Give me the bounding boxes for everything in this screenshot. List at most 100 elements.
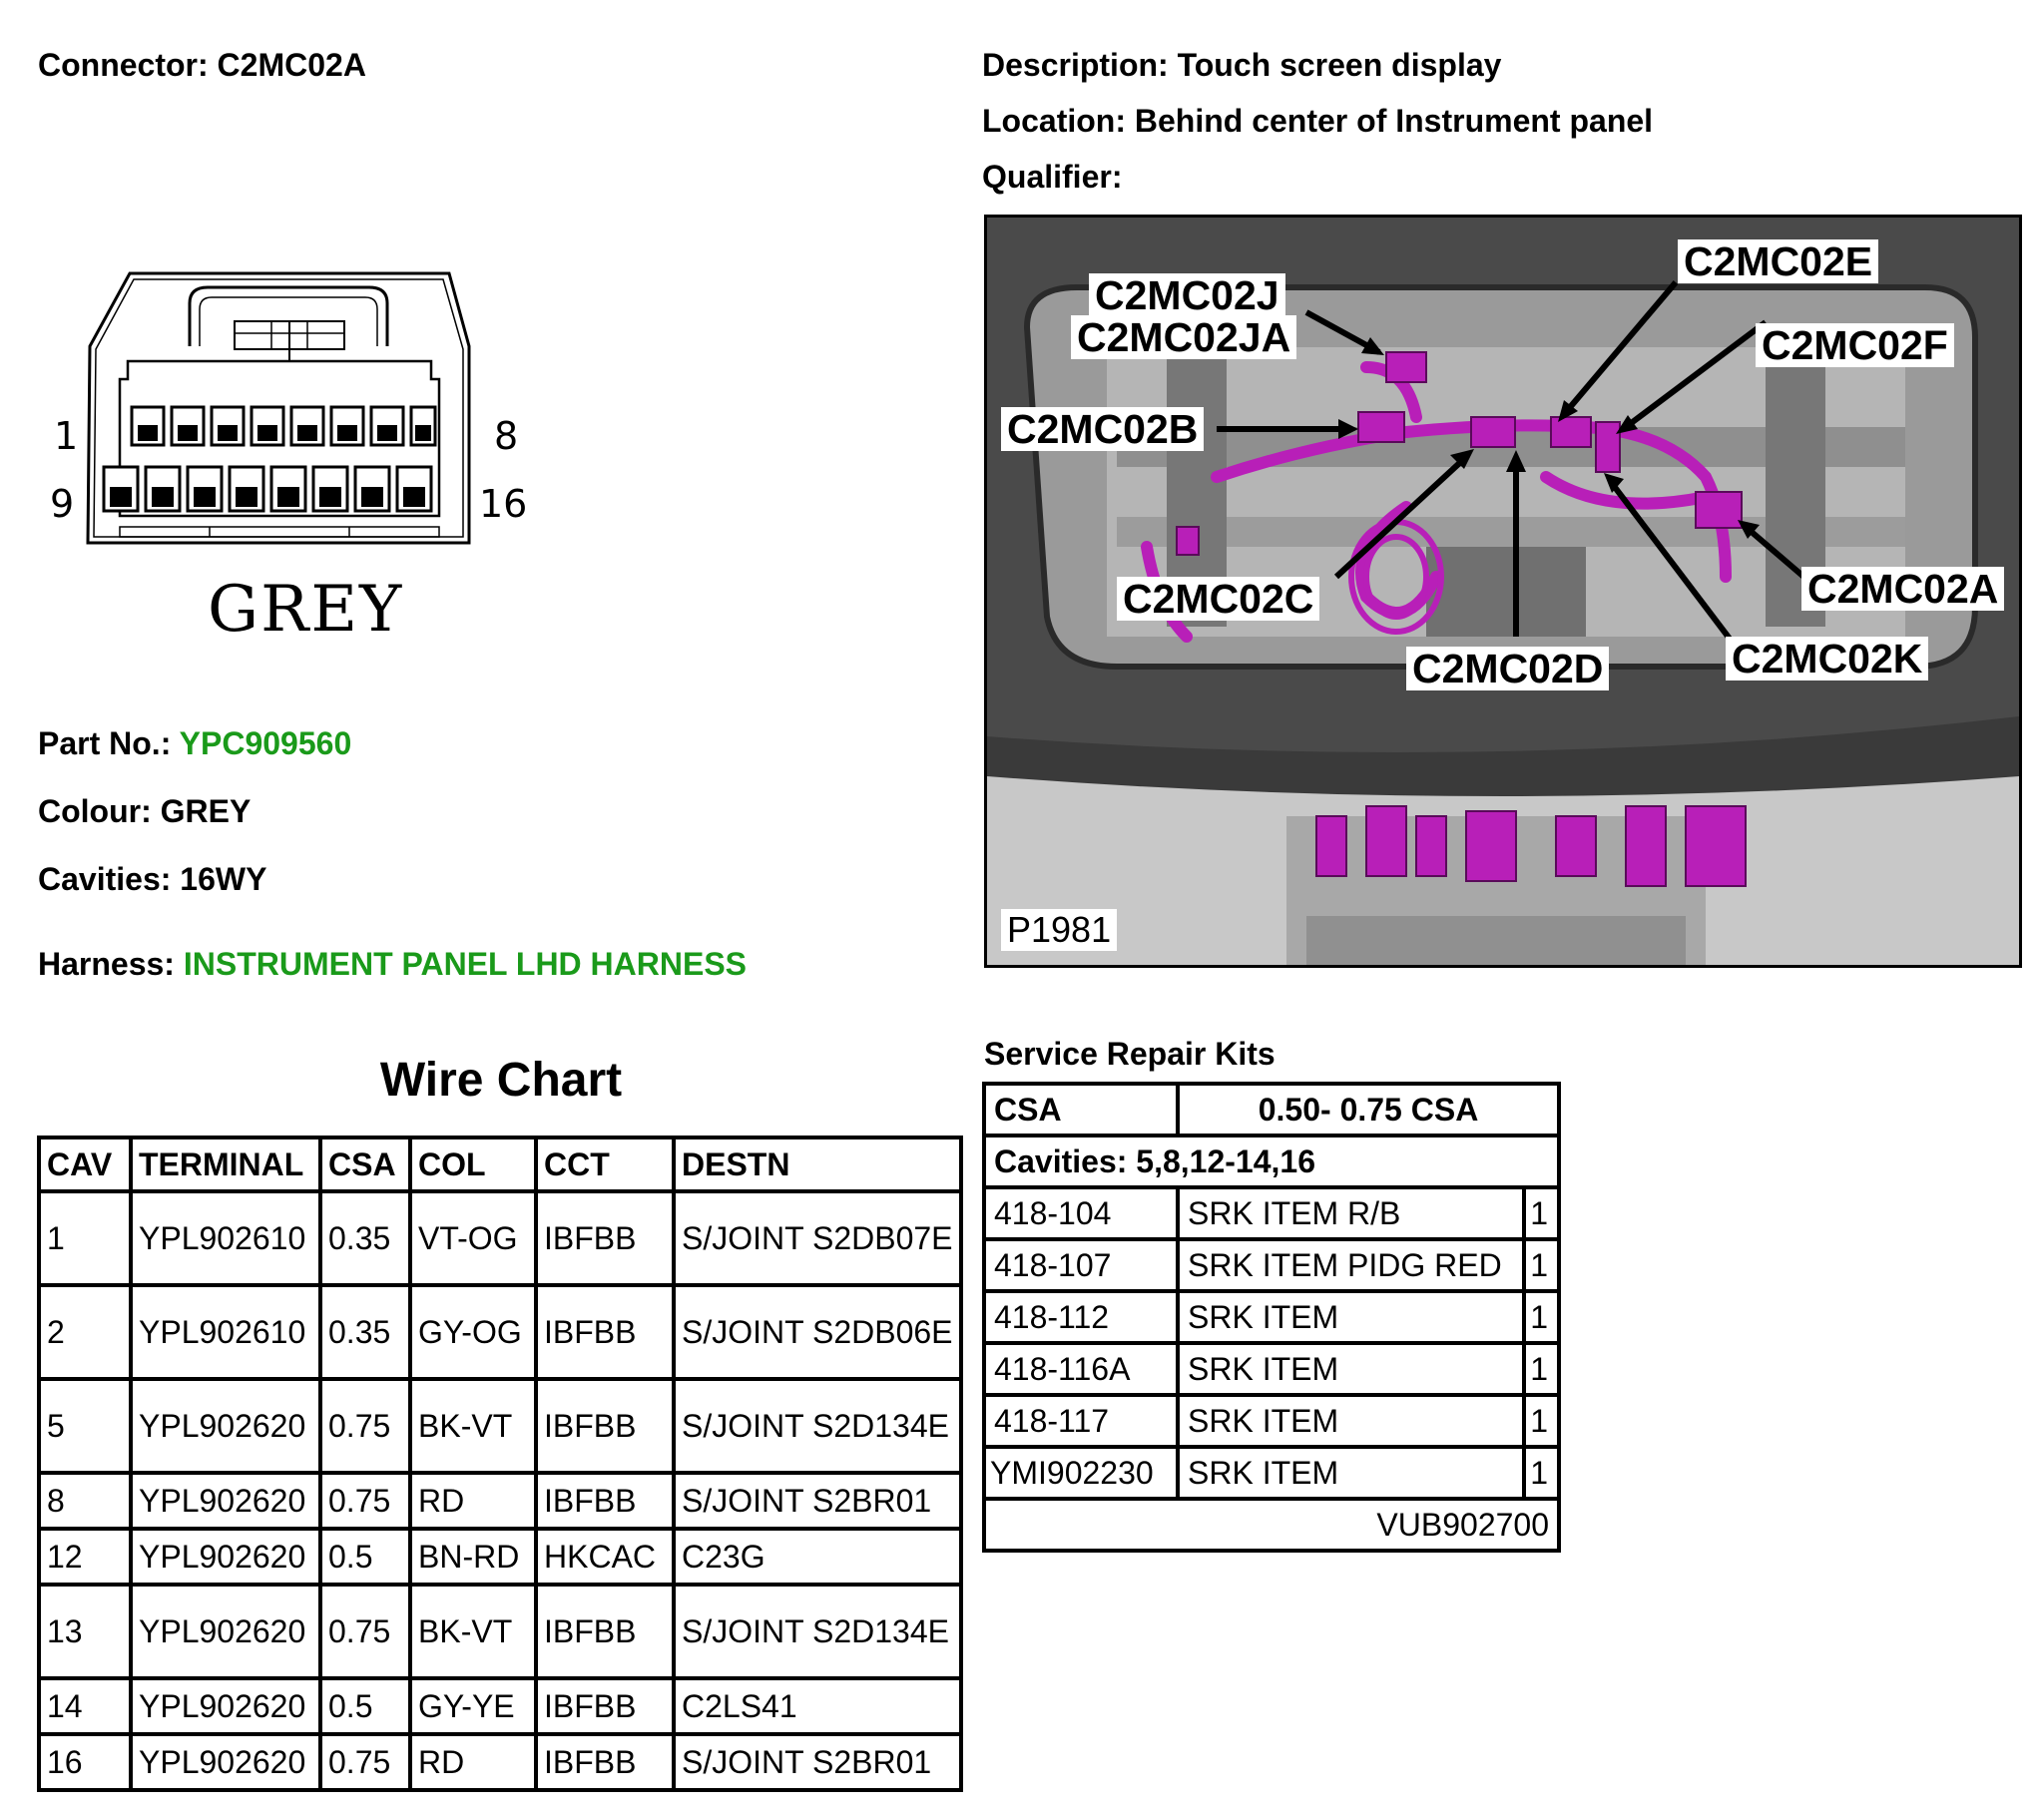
list-item: 418-104 SRK ITEM R/B 1: [981, 1185, 1561, 1241]
cell-col: RD: [408, 1471, 538, 1531]
callout-c2mc02d: C2MC02D: [1406, 647, 1610, 690]
cell-cct: IBFBB: [534, 1377, 676, 1475]
kit-description: SRK ITEM: [1176, 1445, 1527, 1501]
kit-part-number: YMI902230: [981, 1445, 1181, 1501]
callout-c2mc02ja: C2MC02JA: [1071, 315, 1297, 359]
cell-cct: IBFBB: [534, 1583, 676, 1680]
cell-col: BK-VT: [408, 1377, 538, 1475]
part-number-link[interactable]: YPC909560: [179, 725, 352, 761]
cell-csa: 0.75: [318, 1377, 412, 1475]
kit-part-number: 418-107: [981, 1237, 1181, 1293]
kit-part-number: 418-117: [981, 1393, 1181, 1449]
connector-location-photo: C2MC02J C2MC02JA C2MC02E C2MC02F C2MC02B…: [984, 215, 2022, 968]
kit-number: VUB902700: [982, 1497, 1561, 1553]
location-label: Location:: [982, 103, 1126, 139]
kits-csa-value: 0.50- 0.75 CSA: [1176, 1082, 1561, 1138]
cell-cav: 2: [37, 1283, 133, 1381]
table-row: 5 YPL902620 0.75 BK-VT IBFBB S/JOINT S2D…: [37, 1377, 963, 1475]
kit-quantity: 1: [1522, 1185, 1561, 1241]
description-value: Touch screen display: [1177, 47, 1502, 83]
callout-c2mc02e: C2MC02E: [1678, 239, 1879, 283]
col-header-csa: CSA: [318, 1136, 412, 1193]
cell-terminal: YPL902620: [129, 1527, 322, 1587]
callout-c2mc02j: C2MC02J: [1089, 273, 1285, 317]
cell-csa: 0.5: [318, 1676, 412, 1736]
table-row: 8 YPL902620 0.75 RD IBFBB S/JOINT S2BR01: [37, 1471, 963, 1531]
cell-csa: 0.35: [318, 1283, 412, 1381]
connector-id: Connector: C2MC02A: [38, 45, 366, 85]
kits-cavities-text: Cavities: 5,8,12-14,16: [982, 1134, 1561, 1189]
service-repair-kits-table: CSA 0.50- 0.75 CSA Cavities: 5,8,12-14,1…: [981, 1082, 1561, 1553]
pin-label-9: 9: [50, 482, 75, 526]
connector-face-drawing: 1 8 9 16 GREY: [40, 261, 599, 661]
callout-c2mc02c: C2MC02C: [1117, 577, 1320, 621]
wire-chart-table: CAV TERMINAL CSA COL CCT DESTN 1 YPL9026…: [37, 1136, 963, 1792]
kit-quantity: 1: [1522, 1237, 1561, 1293]
kit-part-number: 418-116A: [981, 1341, 1181, 1397]
cell-destn: S/JOINT S2DB06E: [672, 1283, 963, 1381]
cavities-field: Cavities: 16WY: [38, 859, 266, 899]
cell-terminal: YPL902620: [129, 1377, 322, 1475]
cell-col: GY-YE: [408, 1676, 538, 1736]
list-item: YMI902230 SRK ITEM 1: [981, 1445, 1561, 1501]
list-item: 418-117 SRK ITEM 1: [981, 1393, 1561, 1449]
connector-colour-caption: GREY: [208, 573, 404, 647]
kits-csa-label: CSA: [981, 1082, 1181, 1138]
cell-col: BN-RD: [408, 1527, 538, 1587]
colour-value: GREY: [160, 793, 252, 829]
location-value: Behind center of Instrument panel: [1134, 103, 1654, 139]
harness-link[interactable]: INSTRUMENT PANEL LHD HARNESS: [183, 946, 748, 982]
cell-terminal: YPL902610: [129, 1283, 322, 1381]
callout-c2mc02k: C2MC02K: [1726, 637, 1929, 681]
callout-c2mc02f: C2MC02F: [1756, 323, 1954, 367]
cell-cav: 1: [37, 1189, 133, 1287]
callout-c2mc02b: C2MC02B: [1001, 407, 1205, 451]
kit-part-number: 418-104: [981, 1185, 1181, 1241]
cell-cct: HKCAC: [534, 1527, 676, 1587]
cell-col: RD: [408, 1732, 538, 1792]
list-item: 418-116A SRK ITEM 1: [981, 1341, 1561, 1397]
cell-csa: 0.5: [318, 1527, 412, 1587]
harness-field: Harness: INSTRUMENT PANEL LHD HARNESS: [38, 944, 747, 984]
wire-chart-title: Wire Chart: [379, 1054, 623, 1107]
kit-quantity: 1: [1522, 1445, 1561, 1501]
cell-destn: S/JOINT S2D134E: [672, 1583, 963, 1680]
cell-col: GY-OG: [408, 1283, 538, 1381]
cell-csa: 0.75: [318, 1471, 412, 1531]
cell-destn: S/JOINT S2DB07E: [672, 1189, 963, 1287]
description-field: Description: Touch screen display: [982, 45, 1501, 85]
callout-c2mc02a: C2MC02A: [1801, 567, 2005, 611]
service-repair-kits-title: Service Repair Kits: [984, 1036, 1275, 1072]
kit-description: SRK ITEM PIDG RED: [1176, 1237, 1527, 1293]
kits-number-row: VUB902700: [982, 1497, 1561, 1553]
description-label: Description:: [982, 47, 1169, 83]
cavities-label: Cavities:: [38, 861, 172, 897]
cell-csa: 0.75: [318, 1732, 412, 1792]
cell-terminal: YPL902620: [129, 1583, 322, 1680]
cell-cav: 8: [37, 1471, 133, 1531]
part-number-field: Part No.: YPC909560: [38, 723, 351, 763]
cell-destn: S/JOINT S2D134E: [672, 1377, 963, 1475]
pin-label-8: 8: [494, 414, 519, 458]
kits-cavities-row: Cavities: 5,8,12-14,16: [982, 1134, 1561, 1189]
cell-terminal: YPL902620: [129, 1676, 322, 1736]
cell-cav: 5: [37, 1377, 133, 1475]
col-header-terminal: TERMINAL: [129, 1136, 322, 1193]
kits-csa-row: CSA 0.50- 0.75 CSA: [981, 1082, 1561, 1138]
table-row: 14 YPL902620 0.5 GY-YE IBFBB C2LS41: [37, 1676, 963, 1736]
cell-cct: IBFBB: [534, 1283, 676, 1381]
photo-plate-label: P1981: [1001, 909, 1118, 951]
table-row: 1 YPL902610 0.35 VT-OG IBFBB S/JOINT S2D…: [37, 1189, 963, 1287]
kit-part-number: 418-112: [981, 1289, 1181, 1345]
part-number-label: Part No.:: [38, 725, 172, 761]
col-header-col: COL: [408, 1136, 538, 1193]
qualifier-label: Qualifier:: [982, 159, 1123, 195]
list-item: 418-107 SRK ITEM PIDG RED 1: [981, 1237, 1561, 1293]
pin-label-1: 1: [54, 414, 79, 458]
kit-quantity: 1: [1522, 1289, 1561, 1345]
col-header-destn: DESTN: [672, 1136, 963, 1193]
cell-csa: 0.35: [318, 1189, 412, 1287]
cell-destn: S/JOINT S2BR01: [672, 1732, 963, 1792]
kit-description: SRK ITEM: [1176, 1393, 1527, 1449]
cell-cct: IBFBB: [534, 1189, 676, 1287]
